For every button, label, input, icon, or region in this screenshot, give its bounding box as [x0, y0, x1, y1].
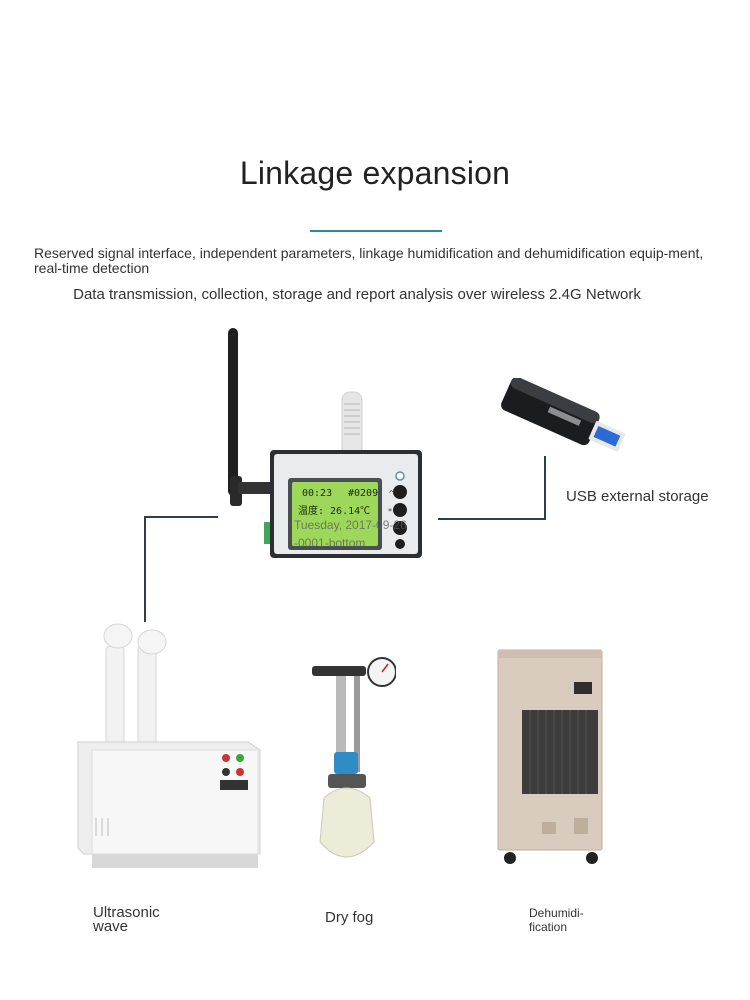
connector-left-vertical — [144, 516, 146, 622]
page-title: Linkage expansion — [239, 155, 511, 191]
title-underline — [310, 230, 442, 232]
connector-left-horizontal — [144, 516, 218, 518]
description-network: Data transmission, collection, storage a… — [73, 286, 641, 303]
svg-text:*: * — [388, 507, 392, 516]
description-linkage: Reserved signal interface, independent p… — [34, 245, 704, 276]
device-illustration: ^ * — [228, 328, 422, 558]
ultrasonic-humidifier-image — [77, 623, 261, 868]
connector-right-vertical — [544, 456, 546, 520]
usb-storage-label: USB external storage — [566, 488, 709, 505]
ultrasonic-label-line1: Ultrasonic — [93, 904, 160, 921]
dry-fog-humidifier-image — [312, 657, 396, 858]
ultrasonic-label-line2: wave — [93, 918, 129, 935]
screen-time: 00:23 — [302, 488, 333, 499]
usb-drive-image — [501, 378, 626, 452]
svg-text:^: ^ — [388, 489, 395, 498]
dehumidification-label-line2: fication — [529, 920, 568, 934]
dry-fog-label: Dry fog — [325, 909, 374, 926]
screen-id: #0209 — [348, 488, 379, 499]
wireless-monitor-device: ^ * 00:23 #0209 温度: 26.14℃ Tuesday, 2017… — [224, 326, 440, 562]
screen-date-overlay: Tuesday, 2017-09-26 — [294, 518, 407, 532]
screen-footer-overlay: -0001-bottom — [294, 536, 366, 550]
screen-reading: 温度: 26.14℃ — [298, 506, 371, 517]
dehumidification-label-line1: Dehumidi- — [529, 906, 584, 920]
dehumidifier-image — [497, 649, 603, 864]
connector-right-horizontal — [438, 518, 546, 520]
